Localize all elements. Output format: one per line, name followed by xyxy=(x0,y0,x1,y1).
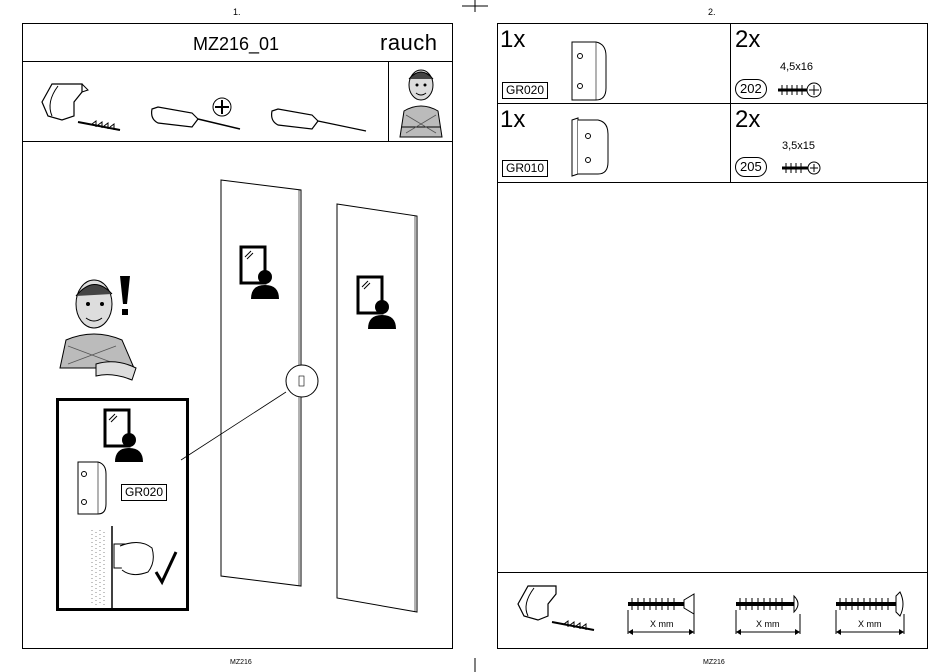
mascot-warning-icon xyxy=(56,272,156,392)
flat-screwdriver-icon xyxy=(268,103,378,143)
divider xyxy=(497,103,928,104)
screw-icon xyxy=(776,80,826,100)
page-title: MZ216_01 xyxy=(193,34,279,55)
measure-label: X mm xyxy=(754,619,782,629)
mirror-person-icon xyxy=(103,408,143,464)
measure-label: X mm xyxy=(648,619,676,629)
door-panels xyxy=(215,178,455,608)
mirror-person-icon xyxy=(239,245,279,301)
round-head-screw-icon xyxy=(730,590,810,640)
mirror-person-icon xyxy=(356,275,396,331)
screw-quantity: 2x xyxy=(735,26,760,54)
installed-bracket-icon xyxy=(60,520,180,610)
assembler-mascot-icon xyxy=(396,63,446,139)
bracket-gr020-icon xyxy=(568,40,608,102)
divider xyxy=(497,572,928,573)
page-number: 1. xyxy=(233,7,241,17)
screw-icon xyxy=(780,158,830,178)
footer-code: MZ216 xyxy=(230,659,252,666)
measure-label: X mm xyxy=(856,619,884,629)
part-quantity: 1x xyxy=(500,106,525,134)
screw-code: 205 xyxy=(735,157,767,177)
right-page-frame xyxy=(497,23,928,649)
part-quantity: 1x xyxy=(500,26,525,54)
countersunk-screw-icon xyxy=(622,590,702,640)
divider xyxy=(388,61,389,141)
washer-head-screw-icon xyxy=(830,588,910,638)
screw-size: 4,5x16 xyxy=(780,61,813,73)
screw-size: 3,5x15 xyxy=(782,140,815,152)
phillips-screwdriver-icon xyxy=(148,95,248,145)
page-number: 2. xyxy=(708,7,716,17)
part-code-label: GR020 xyxy=(121,484,167,501)
divider xyxy=(497,182,928,183)
screw-code: 202 xyxy=(735,79,767,99)
footer-code: MZ216 xyxy=(703,659,725,666)
part-code-label: GR010 xyxy=(502,160,548,177)
bracket-gr010-icon xyxy=(564,116,612,178)
part-code-label: GR020 xyxy=(502,82,548,99)
screw-quantity: 2x xyxy=(735,106,760,134)
hammer-icon xyxy=(512,580,602,640)
hammer-icon xyxy=(32,72,132,142)
zoom-circle xyxy=(283,362,323,402)
bracket-gr020-icon xyxy=(72,460,112,516)
brand-logo: rauch xyxy=(380,30,438,56)
